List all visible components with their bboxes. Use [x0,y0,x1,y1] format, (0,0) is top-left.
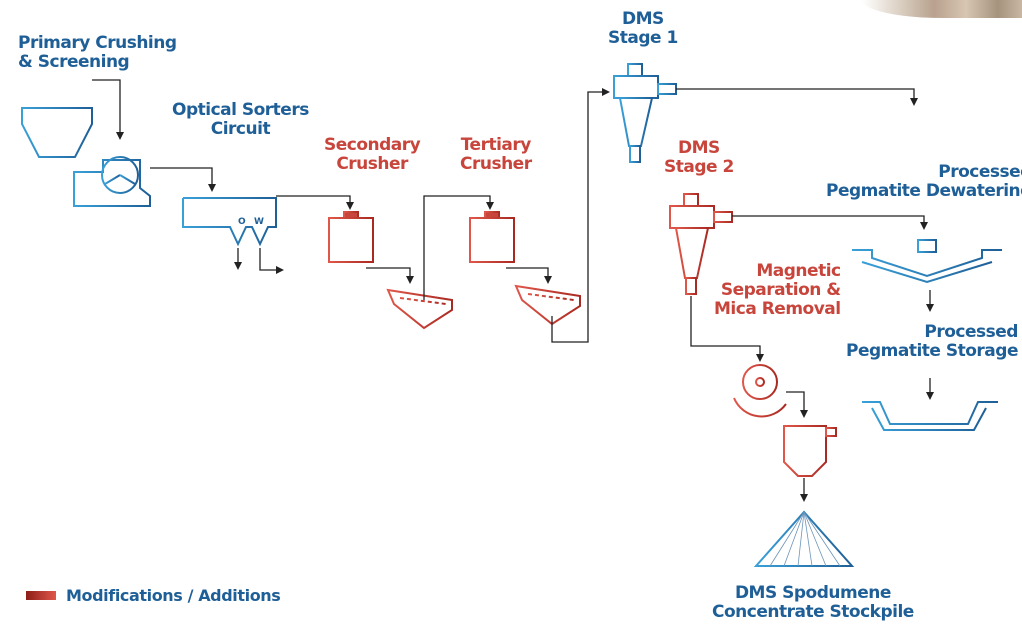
tertiary-crusher-icon [469,211,515,263]
screen-wheel-icon [73,156,151,207]
rock-photo-corner [862,0,1022,18]
storage-tank-icon [862,401,998,431]
magnetic-separator-icon [733,364,787,418]
legend-swatch [26,591,56,600]
secondary-crusher-icon [328,211,374,263]
dewatering-thickener-icon [852,239,1002,284]
flow-arrow [690,296,764,362]
flow-arrow [551,88,610,343]
dms-stage1-cyclone-icon [613,63,677,163]
stockpile-icon [753,510,855,567]
legend-text: Modifications / Additions [66,586,281,605]
flow-arrow [423,195,494,300]
legend: Modifications / Additions [26,586,281,605]
flow-arrow [732,215,928,230]
tertiary-screen-icon [514,284,581,326]
flow-arrow [276,195,354,210]
flow-arrow [92,79,124,140]
secondary-screen-icon [386,288,453,330]
label-primary-crushing: Primary Crushing& Screening [18,33,177,73]
flow-arrow [150,167,216,192]
hopper-icon [21,107,93,158]
sorter-mark-w: W [254,217,264,227]
flow-arrow [786,391,808,418]
flow-arrow [366,267,414,284]
flow-arrow [676,88,918,106]
optical-sorter-icon [182,197,277,247]
mica-removal-bin-icon [783,425,837,477]
sorter-mark-o: O [238,217,246,227]
flow-arrow [506,267,552,284]
dms-stage2-cyclone-icon [669,193,733,295]
flow-arrow [259,248,284,274]
